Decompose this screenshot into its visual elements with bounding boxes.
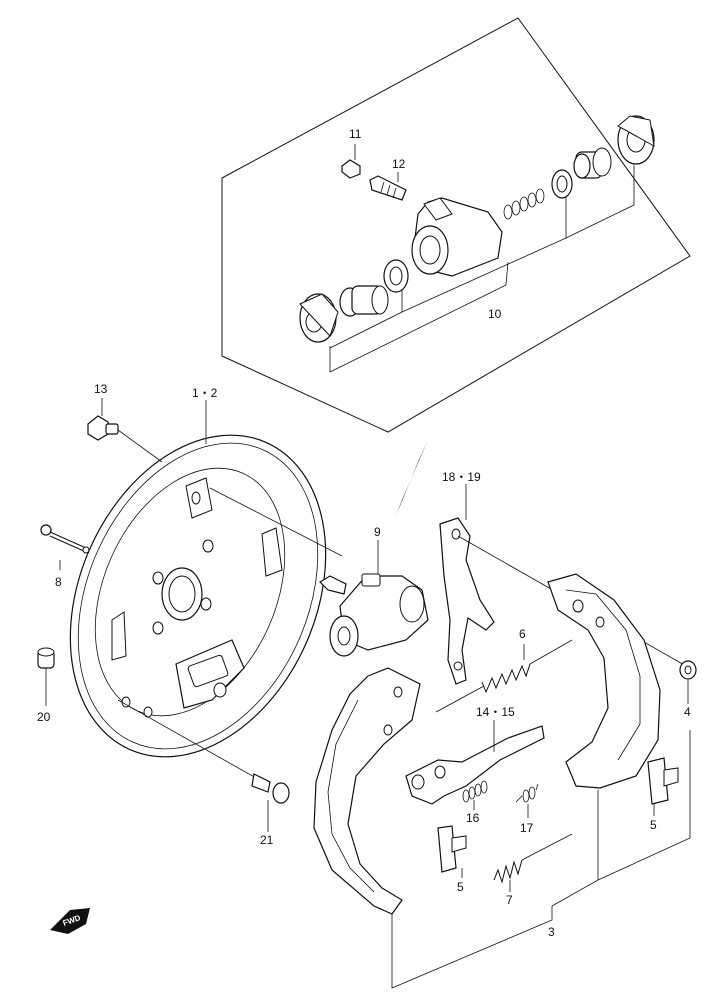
part-10-piston-right xyxy=(573,147,612,179)
part-13-bolt xyxy=(87,415,163,463)
brake-shoe-right xyxy=(547,573,661,789)
leader-lines xyxy=(45,398,689,892)
part-10-cup-left xyxy=(383,259,409,293)
part-3-bracket-lines xyxy=(391,730,691,989)
label-part-20: 20 xyxy=(37,710,51,724)
part-4-washer xyxy=(679,660,697,680)
part-17-spring xyxy=(515,783,539,803)
label-part-7: 7 xyxy=(506,893,513,907)
label-part-10: 10 xyxy=(488,307,502,321)
part-6-spring xyxy=(435,639,573,713)
part-10-boot-left xyxy=(299,293,339,343)
label-part-6: 6 xyxy=(519,627,526,641)
label-part-13: 13 xyxy=(94,382,108,396)
label-part-8: 8 xyxy=(55,575,62,589)
part-18-19-parking-lever xyxy=(439,517,687,685)
part-21-bolt xyxy=(117,699,290,804)
part-20-plug xyxy=(37,647,55,669)
label-part-14-15: 14・15 xyxy=(476,705,515,719)
label-part-3: 3 xyxy=(548,925,555,939)
part-10-piston-left xyxy=(339,285,389,317)
part-1-2-backing-plate xyxy=(69,434,327,758)
part-5-clip-right xyxy=(647,757,679,805)
label-part-4: 4 xyxy=(684,705,691,719)
label-part-16: 16 xyxy=(466,811,480,825)
part-11-bleeder-cap xyxy=(341,144,361,179)
assembly-direction-arrow xyxy=(396,440,428,516)
brake-shoe-left xyxy=(313,667,421,915)
fwd-arrow-icon: FWD xyxy=(50,908,90,934)
label-part-11: 11 xyxy=(349,127,362,141)
part-8-hold-pin xyxy=(40,524,90,554)
label-part-5-right: 5 xyxy=(650,818,657,832)
part-10-spring xyxy=(503,188,545,220)
label-part-1-2: 1・2 xyxy=(192,386,218,400)
label-part-17: 17 xyxy=(520,821,534,835)
label-part-12: 12 xyxy=(392,157,406,171)
label-part-5-left: 5 xyxy=(457,880,464,894)
part-9-wheel-cylinder xyxy=(319,573,429,657)
label-part-9: 9 xyxy=(374,525,381,539)
part-10-cup-right xyxy=(551,169,573,199)
plate-to-cylinder-line xyxy=(209,487,343,557)
label-part-21: 21 xyxy=(260,833,274,847)
part-16-spring xyxy=(462,780,488,803)
part-10-boot-right xyxy=(617,115,655,165)
part-7-spring xyxy=(493,833,573,884)
part-14-15-adjuster xyxy=(405,725,545,805)
label-part-18-19: 18・19 xyxy=(442,470,481,484)
wheel-cylinder-exploded-box xyxy=(221,17,691,433)
part-10-cylinder-body xyxy=(411,197,503,277)
part-5-clip-left xyxy=(437,825,467,873)
part-12-bleeder-screw xyxy=(369,172,407,201)
